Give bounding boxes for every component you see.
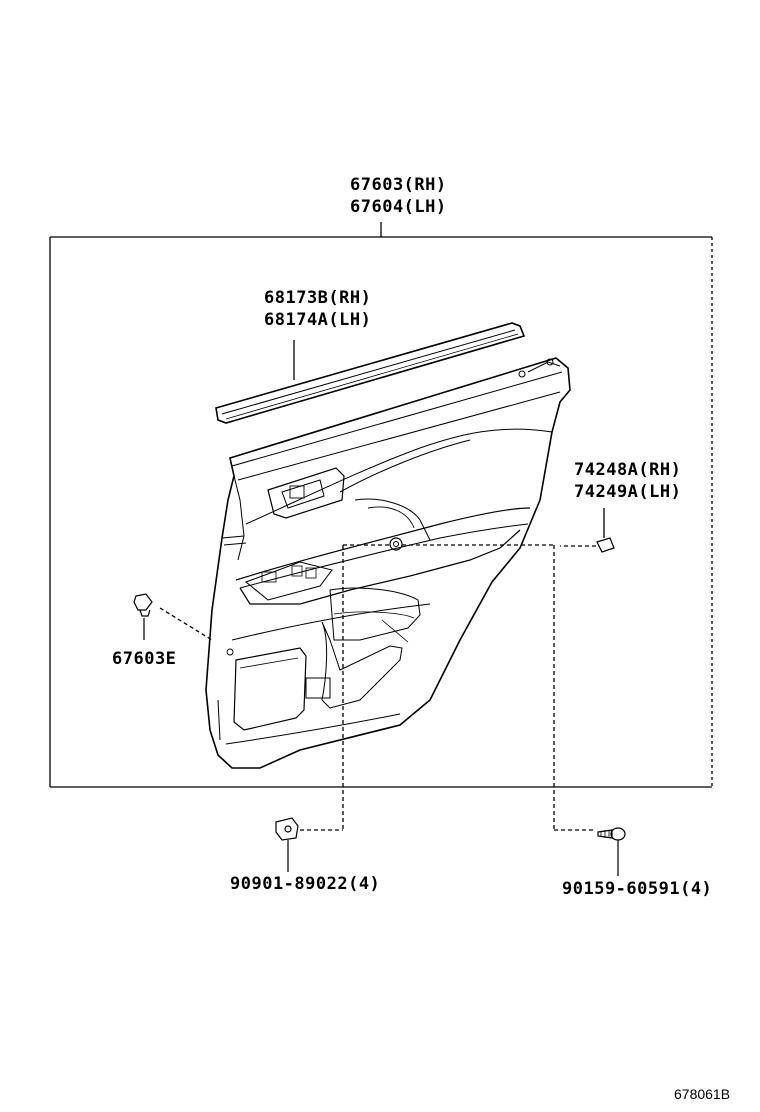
screw-part-number: 90159-60591(4): [562, 879, 713, 899]
leader-lines: [159, 544, 596, 831]
door-trim-panel: [205, 357, 571, 769]
screw-part: [597, 827, 626, 876]
nut-part: [275, 817, 299, 872]
assembly-frame: [49, 222, 713, 788]
clip-part-number: 67603E: [112, 649, 177, 669]
hole-cap-part: [560, 508, 615, 553]
weatherstrip-part-number-rh: 68173B(RH): [264, 288, 372, 308]
door-weatherstrip: [215, 322, 526, 424]
main-part-number-rh: 67603(RH): [350, 175, 447, 195]
cap-part-number-rh: 74248A(RH): [574, 460, 682, 480]
cap-part-number-lh: 74249A(LH): [574, 482, 682, 502]
diagram-reference-code: 678061B: [674, 1086, 731, 1102]
nut-part-number: 90901-89022(4): [230, 874, 381, 894]
main-part-number-lh: 67604(LH): [350, 197, 447, 217]
clip-part: [133, 593, 153, 640]
weatherstrip-part-number-lh: 68174A(LH): [264, 310, 372, 330]
